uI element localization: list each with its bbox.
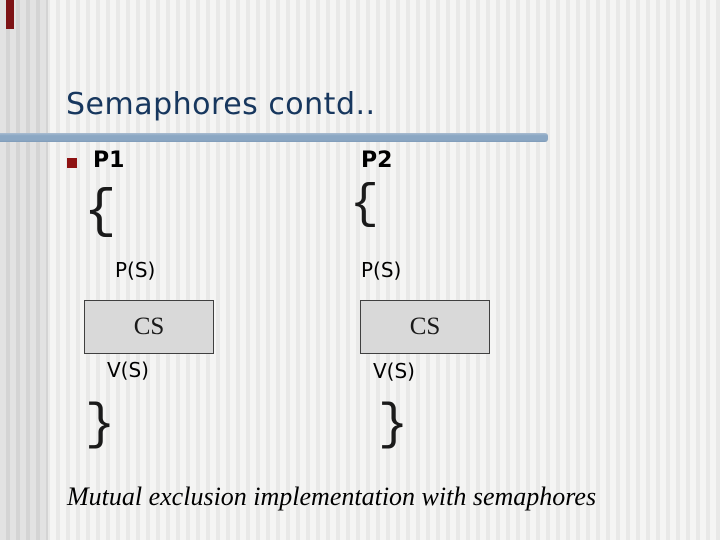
p-operation-p1: P(S) [115,258,156,282]
open-brace-p1: { [84,182,117,243]
p-operation-p2: P(S) [361,258,402,282]
slide-caption: Mutual exclusion implementation with sem… [67,482,597,511]
critical-section-label-p1: CS [133,313,165,340]
accent-bar [6,0,14,29]
process-header-p2: P2 [361,148,393,173]
title-divider-line [0,133,548,142]
critical-section-label-p2: CS [409,313,441,340]
left-stripe-band [0,0,48,540]
slide-title: Semaphores contd.. [66,87,376,122]
critical-section-box-p1: CS [84,300,214,354]
close-brace-p1: } [85,397,116,454]
process-header-p1: P1 [93,148,125,173]
v-operation-p2: V(S) [373,359,415,383]
v-operation-p1: V(S) [107,358,149,382]
close-brace-p2: } [378,397,409,454]
bullet-square-icon [67,158,77,168]
open-brace-p2: { [350,178,379,232]
critical-section-box-p2: CS [360,300,490,354]
